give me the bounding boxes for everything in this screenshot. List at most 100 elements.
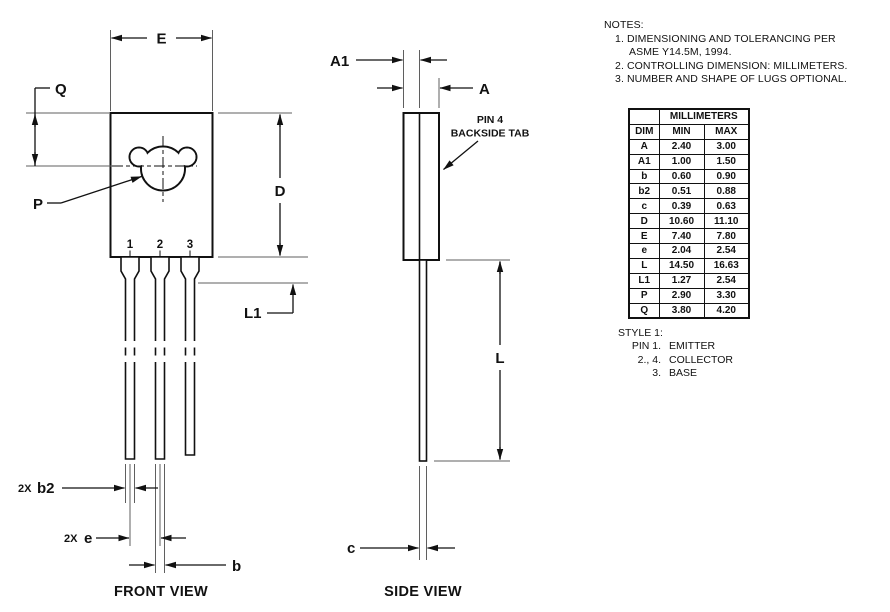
cell-dim: e [628, 243, 660, 259]
hole-right-lobe-fill [178, 148, 196, 166]
note-1-line1: 1. DIMENSIONING AND TOLERANCING PER [615, 32, 836, 45]
table-unit-header: MILLIMETERS [658, 108, 750, 125]
pin4-callout: PIN 4 BACKSIDE TAB [443, 114, 530, 171]
col-header-max: MAX [703, 123, 750, 140]
pin4-callout-line2: BACKSIDE TAB [451, 128, 530, 140]
cell-min: 7.40 [658, 228, 705, 245]
cell-max: 3.30 [703, 287, 750, 304]
cell-min: 0.51 [658, 183, 705, 200]
cell-min: 1.27 [658, 272, 705, 289]
cell-dim: A [628, 138, 660, 155]
leader-arrow [443, 140, 479, 171]
dim-label-L: L [495, 350, 504, 367]
cell-max: 2.54 [703, 272, 750, 289]
dim-E: E [110, 30, 213, 111]
leader-arrow [60, 175, 142, 204]
table-corner-cell [628, 108, 660, 125]
cell-min: 0.39 [658, 198, 705, 215]
dim-c: c [347, 466, 455, 560]
note-2: 2. CONTROLLING DIMENSION: MILLIMETERS. [615, 59, 848, 72]
cell-max: 2.54 [703, 243, 750, 259]
note-3: 3. NUMBER AND SHAPE OF LUGS OPTIONAL. [615, 73, 847, 86]
notes-block: NOTES: 1. DIMENSIONING AND TOLERANCING P… [604, 19, 848, 87]
col-header-min: MIN [658, 123, 705, 140]
cell-dim: A1 [628, 153, 660, 170]
cell-dim: c [628, 198, 660, 215]
cell-min: 1.00 [658, 153, 705, 170]
pin-1-number: 1 [127, 239, 134, 251]
cell-max: 7.80 [703, 228, 750, 245]
dim-label-E: E [156, 31, 166, 48]
cell-dim: L [628, 257, 660, 274]
cell-dim: Q [628, 302, 660, 319]
pin-2-number: 2 [157, 239, 163, 251]
side-lead [418, 259, 428, 462]
dim-b2: 2X b2 [18, 480, 158, 497]
pinout-function: BASE [669, 367, 698, 380]
pinout-row: PIN 1. EMITTER [615, 340, 733, 353]
note-1-line2: ASME Y14.5M, 1994. [629, 46, 732, 59]
dim-e: 2X e [64, 530, 186, 547]
side-view-title: SIDE VIEW [384, 584, 462, 600]
lead-break-gap [114, 355, 206, 362]
mounting-hole [128, 145, 198, 192]
pinout-function: EMITTER [669, 340, 716, 353]
pinout-pin: 2., 4. [637, 353, 661, 366]
table-header-row: DIM MIN MAX [628, 123, 750, 140]
style-title: STYLE 1: [618, 327, 663, 339]
pinout-row: 3. BASE [615, 367, 733, 380]
cell-max: 0.90 [703, 168, 750, 185]
dim-L: L [434, 259, 510, 462]
cell-min: 2.90 [658, 287, 705, 304]
dim-qty-label: 2X [18, 483, 32, 495]
cell-max: 4.20 [703, 302, 750, 319]
dim-label-P: P [33, 196, 43, 213]
cell-max: 0.88 [703, 183, 750, 200]
dim-label-Q: Q [55, 81, 67, 98]
dim-label-A1: A1 [330, 53, 349, 70]
side-view: A1 A PIN 4 BACKSIDE TAB L [330, 50, 530, 600]
cell-dim: b [628, 168, 660, 185]
dim-qty-label: 2X [64, 533, 78, 545]
dim-Q: Q [26, 81, 112, 167]
hole-left-lobe-fill [130, 148, 148, 166]
pinout-pin: 3. [652, 367, 661, 380]
pinout-row: 2., 4. COLLECTOR [615, 354, 733, 367]
dim-label-A: A [479, 81, 490, 98]
dim-P: P [33, 175, 142, 213]
table-unit-row: MILLIMETERS [628, 108, 750, 125]
hole-main-fill [142, 147, 184, 190]
cell-min: 3.80 [658, 302, 705, 319]
pinout-function: COLLECTOR [669, 353, 733, 366]
lead-extension-lines [125, 464, 165, 573]
cell-max: 1.50 [703, 153, 750, 170]
front-leads [114, 256, 206, 460]
cell-dim: b2 [628, 183, 660, 200]
style-block: STYLE 1: PIN 1. EMITTER 2., 4. COLLECTOR… [615, 327, 733, 381]
dim-label-e: e [84, 530, 92, 547]
dim-b: b [129, 558, 241, 575]
dim-A: A [377, 78, 490, 108]
side-body-outline [402, 112, 440, 261]
dim-D: D [218, 112, 308, 258]
cell-min: 0.60 [658, 168, 705, 185]
dim-label-c: c [347, 540, 355, 557]
notes-title: NOTES: [604, 19, 644, 31]
dim-label-b2: b2 [37, 480, 55, 497]
cell-min: 2.40 [658, 138, 705, 155]
lead-break-gap [114, 341, 206, 348]
cell-max: 0.63 [703, 198, 750, 215]
